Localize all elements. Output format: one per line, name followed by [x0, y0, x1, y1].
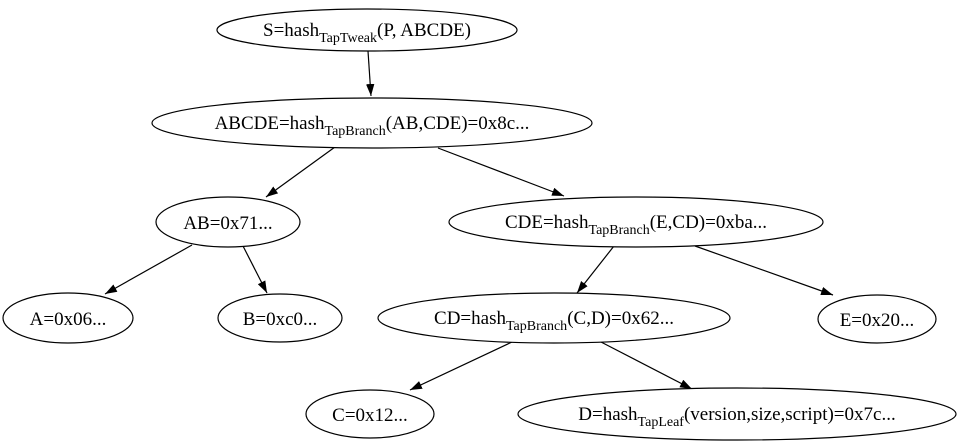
- node-abcde-label: ABCDE=hashTapBranch(AB,CDE)=0x8c...: [215, 113, 530, 139]
- node-cd: CD=hashTapBranch(C,D)=0x62...: [377, 292, 731, 344]
- node-b-shape: [217, 293, 343, 343]
- node-cde-label: CDE=hashTapBranch(E,CD)=0xba...: [505, 212, 767, 238]
- node-a: A=0x06...: [2, 292, 134, 344]
- node-d-shape: [517, 387, 957, 441]
- node-ab-label: AB=0x71...: [183, 213, 272, 234]
- node-c-shape: [305, 389, 435, 439]
- edge-ab-a: [104, 244, 193, 295]
- node-cd-label: CD=hashTapBranch(C,D)=0x62...: [434, 308, 674, 334]
- edge-abcde-cde: [437, 147, 565, 197]
- node-s: S=hashTapTweak(P, ABCDE): [216, 8, 518, 52]
- edge-s-abcde: [366, 50, 375, 97]
- node-s-label: S=hashTapTweak(P, ABCDE): [263, 20, 471, 46]
- node-abcde-shape: [151, 97, 593, 149]
- node-c-label: C=0x12...: [332, 405, 408, 426]
- node-d-label: D=hashTapLeaf(version,size,script)=0x7c.…: [578, 404, 895, 430]
- edge-cde-e: [694, 245, 834, 296]
- edge-cde-cd: [576, 245, 615, 294]
- node-cd-shape: [377, 292, 731, 344]
- edge-cd-c: [409, 341, 513, 391]
- node-cde: CDE=hashTapBranch(E,CD)=0xba...: [448, 196, 824, 248]
- node-e: E=0x20...: [817, 294, 937, 344]
- node-abcde: ABCDE=hashTapBranch(AB,CDE)=0x8c...: [151, 97, 593, 149]
- node-cde-shape: [448, 196, 824, 248]
- edge-cd-d: [600, 341, 693, 390]
- node-a-shape: [2, 292, 134, 344]
- node-b-label: B=0xc0...: [243, 309, 318, 330]
- edges-group: [104, 50, 834, 391]
- node-a-label: A=0x06...: [30, 309, 107, 330]
- node-e-label: E=0x20...: [840, 310, 915, 331]
- node-ab-shape: [155, 196, 301, 248]
- node-s-shape: [216, 8, 518, 52]
- edge-ab-b: [242, 245, 268, 294]
- node-e-shape: [817, 294, 937, 344]
- node-d: D=hashTapLeaf(version,size,script)=0x7c.…: [517, 387, 957, 441]
- node-ab: AB=0x71...: [155, 196, 301, 248]
- node-b: B=0xc0...: [217, 293, 343, 343]
- node-c: C=0x12...: [305, 389, 435, 439]
- edge-abcde-ab: [265, 146, 336, 198]
